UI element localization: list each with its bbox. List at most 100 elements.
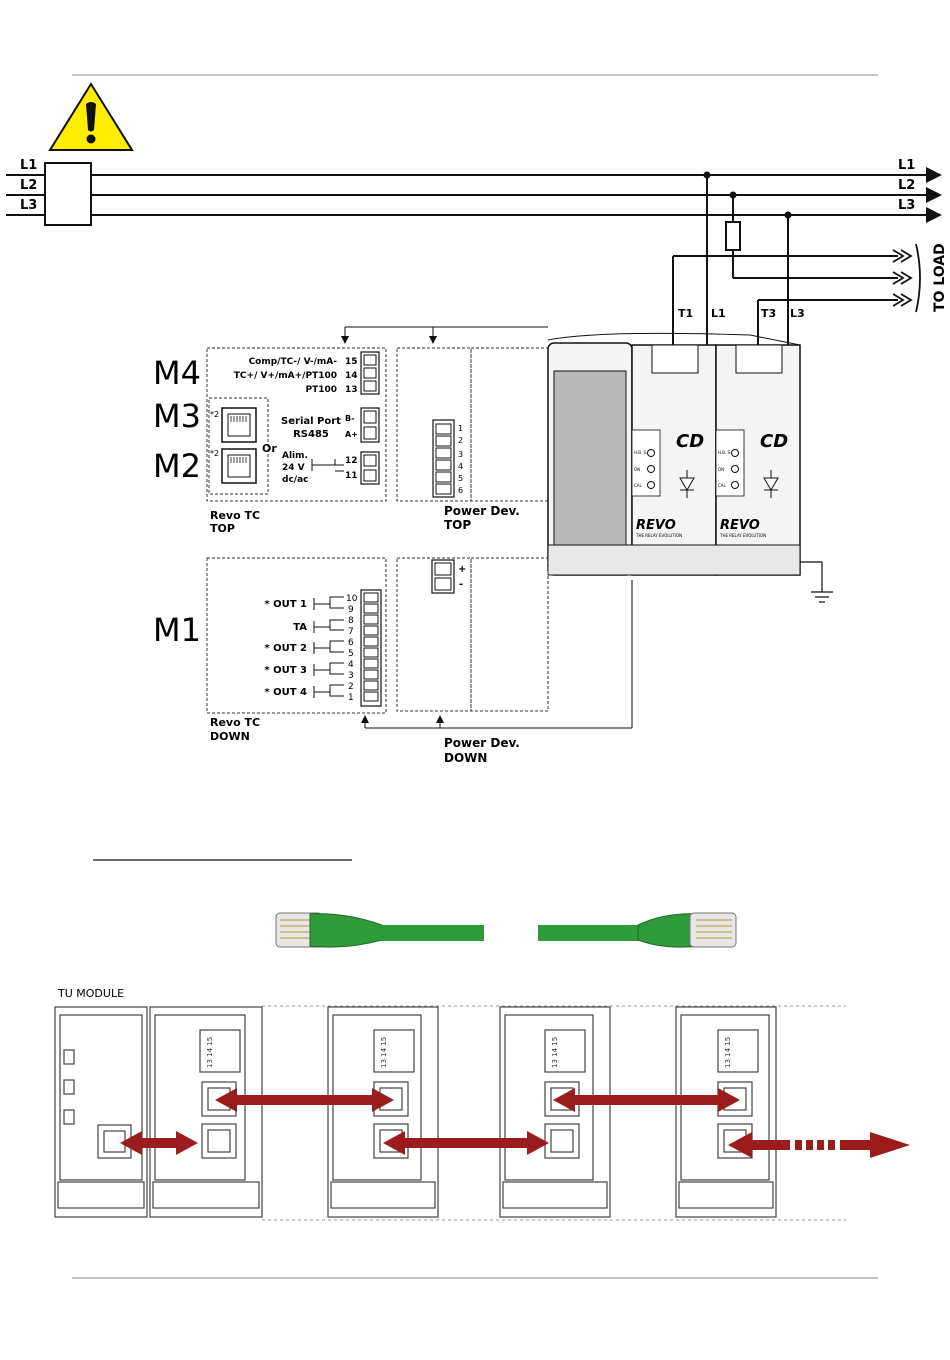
revo-slogan-1: THE RELAY EVOLUTION xyxy=(635,533,682,538)
rj45-port-m2-icon xyxy=(221,448,257,484)
led-label-on-2: ON xyxy=(718,467,724,472)
tu-module-title: TU MODULE xyxy=(57,987,124,1000)
module-code-m4: M4 xyxy=(153,354,201,392)
alim-type: dc/ac xyxy=(282,475,308,485)
bottom-connection-arrows xyxy=(361,580,633,729)
terminal-14: 14 xyxy=(345,371,358,381)
top-connection-arrows xyxy=(341,326,548,344)
power-dev-down-caption-2: DOWN xyxy=(444,751,487,765)
output-label-out2: * OUT 2 xyxy=(264,643,307,654)
terminal-7: 7 xyxy=(348,627,354,637)
terminal-8: 8 xyxy=(348,616,354,626)
cd-logo-2: CD xyxy=(760,431,788,452)
led-hb-1-icon xyxy=(647,449,655,457)
controller-module-4 xyxy=(675,1006,777,1218)
thyristor-1-icon xyxy=(679,470,695,498)
controller-module-3 xyxy=(499,1006,611,1218)
revo-brand-2: REVO xyxy=(720,518,760,533)
module-1-terminal-label: 13 14 15 xyxy=(206,1037,214,1068)
alim-voltage: 24 V xyxy=(282,463,305,473)
revo-tc-down-caption-2: DOWN xyxy=(210,730,250,743)
output-label-out1: * OUT 1 xyxy=(264,599,307,610)
cd-logo-1: CD xyxy=(676,431,704,452)
revo-tc-top-caption-2: TOP xyxy=(210,522,235,535)
led-hb-2-icon xyxy=(731,449,739,457)
power-dev-top-caption-2: TOP xyxy=(444,518,471,532)
rj45-group xyxy=(208,397,269,495)
left-label-l2: L2 xyxy=(20,178,37,193)
module-code-m2: M2 xyxy=(153,447,201,485)
power-down-plus: + xyxy=(458,564,466,575)
link-arrow-3-to-4 xyxy=(553,1088,740,1112)
led-on-1-icon xyxy=(647,465,655,473)
link-arrow-4-start xyxy=(728,1132,790,1158)
revo-slogan-2: THE RELAY EVOLUTION xyxy=(719,533,766,538)
device-unit-1: H.B. S.C. ON CAL CD REVO THE RELAY EVOLU… xyxy=(631,429,704,538)
revo-device xyxy=(547,332,801,576)
serial-terminal xyxy=(360,407,380,443)
phase-lines xyxy=(6,167,942,223)
controller-module-1 xyxy=(149,1006,263,1218)
input-label-tcplus: TC+/ V+/mA+/PT100 xyxy=(234,371,337,381)
serial-rs485-label: RS485 xyxy=(293,429,329,440)
rj45-cable-right-icon xyxy=(538,912,737,948)
led-label-cal-2: CAL xyxy=(718,483,727,488)
terminal-11: 11 xyxy=(345,471,358,481)
terminal-3: 3 xyxy=(348,671,354,681)
rj45-cable-left-icon xyxy=(275,912,484,948)
terminal-t3-label: T3 xyxy=(761,307,776,320)
alim-wire xyxy=(311,459,344,472)
revo-tc-top-block xyxy=(206,347,387,502)
link-arrow-1-to-2 xyxy=(215,1088,394,1112)
terminal-block-m1 xyxy=(360,589,382,707)
power-down-connector xyxy=(431,559,455,594)
note-mark-m3: *2 xyxy=(210,410,219,419)
output-label-out3: * OUT 3 xyxy=(264,665,307,676)
right-label-l2: L2 xyxy=(898,178,915,193)
power-top-pin-6: 6 xyxy=(458,486,463,495)
module-3-terminal-label: 13 14 15 xyxy=(551,1037,559,1068)
module-code-m1: M1 xyxy=(153,611,201,649)
power-dev-top-block xyxy=(396,347,472,502)
left-label-l3: L3 xyxy=(20,198,37,213)
terminal-2: 2 xyxy=(348,682,354,692)
led-label-cal-1: CAL xyxy=(634,483,643,488)
pin-b-minus: B- xyxy=(345,414,354,423)
alim-label: Alim. xyxy=(282,451,308,461)
terminal-9: 9 xyxy=(348,605,354,615)
load-chevrons xyxy=(892,243,921,313)
terminal-1: 1 xyxy=(348,693,354,703)
terminal-t1-label: T1 xyxy=(678,307,693,320)
revo-tc-down-caption: Revo TC xyxy=(210,716,260,729)
or-label: Or xyxy=(262,442,277,455)
output-wires xyxy=(313,596,344,698)
power-top-pin-2: 2 xyxy=(458,436,463,445)
right-label-l3: L3 xyxy=(898,198,915,213)
terminal-4: 4 xyxy=(348,660,354,670)
led-label-hb-1: H.B. S.C. xyxy=(634,450,651,455)
led-on-2-icon xyxy=(731,465,739,473)
to-load-label: TO LOAD xyxy=(932,243,948,312)
left-label-l1: L1 xyxy=(20,158,37,173)
terminal-15: 15 xyxy=(345,357,358,367)
revo-tc-down-block xyxy=(206,557,387,714)
power-down-minus: - xyxy=(459,579,463,590)
output-label-out4: * OUT 4 xyxy=(264,687,307,698)
link-dash-1 xyxy=(795,1140,802,1150)
power-top-pin-5: 5 xyxy=(458,474,463,483)
power-dev-down-extra xyxy=(470,557,549,712)
pin-a-plus: A+ xyxy=(345,430,358,439)
led-label-hb-2: H.B. S.C. xyxy=(718,450,735,455)
input-label-comp: Comp/TC-/ V-/mA- xyxy=(249,357,338,367)
note-mark-m2: *2 xyxy=(210,449,219,458)
power-dev-top-extra xyxy=(470,347,549,502)
terminal-12: 12 xyxy=(345,456,358,466)
led-cal-2-icon xyxy=(731,481,739,489)
terminal-10: 10 xyxy=(346,594,358,604)
terminal-block-m4 xyxy=(360,351,380,395)
module-4-terminal-label: 13 14 15 xyxy=(724,1037,732,1068)
power-top-connector xyxy=(432,419,455,498)
module-strip-outline xyxy=(262,1005,846,1221)
tu-module-unit xyxy=(54,1006,148,1218)
terminal-l3-label: L3 xyxy=(790,307,805,320)
